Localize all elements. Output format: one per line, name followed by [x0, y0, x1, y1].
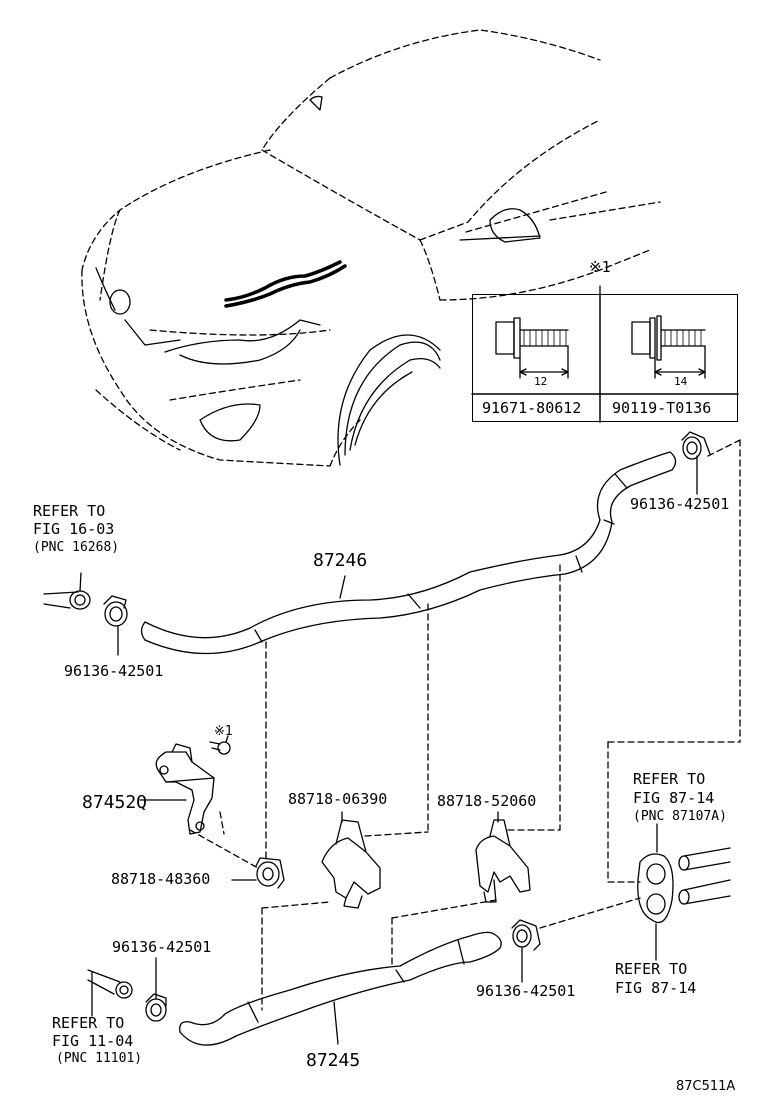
car-outline — [81, 29, 661, 467]
ref-1603-line3: (PNC 16268) — [33, 540, 120, 555]
bolt2-dimension: 14 — [674, 375, 688, 388]
label-96136-lower-right: 96136-42501 — [476, 982, 576, 1000]
ref-1104-line2: FIG 11-04 — [52, 1032, 134, 1050]
label-88718-52060: 88718-52060 — [437, 792, 537, 810]
clip-top-right — [681, 431, 711, 460]
bolt-90119 — [631, 315, 706, 379]
clamp-88718-52060 — [475, 819, 531, 903]
clip-left-upper — [103, 595, 128, 627]
label-87452Q: 87452Q — [82, 792, 148, 813]
ref-1603-line1: REFER TO — [33, 502, 106, 520]
clamp-88718-06390 — [321, 819, 381, 909]
bolt2-part-number: 90119-T0136 — [612, 399, 712, 417]
ref-1104-line3: (PNC 11101) — [56, 1051, 143, 1066]
bolt-91671 — [495, 317, 569, 379]
ref-8714b-line1: REFER TO — [615, 960, 688, 978]
clip-right-lower — [511, 919, 541, 951]
label-88718-06390: 88718-06390 — [288, 790, 388, 808]
connector-right — [637, 847, 731, 924]
ref-1603-line2: FIG 16-03 — [33, 520, 115, 538]
hose-87245 — [179, 931, 502, 1046]
label-96136-left: 96136-42501 — [64, 662, 164, 680]
bracket-87452Q — [155, 743, 215, 835]
bracket-bolt — [209, 741, 231, 755]
pipe-left-lower — [87, 969, 133, 999]
hose-87246 — [140, 451, 677, 655]
figure-id: 87C511A — [676, 1079, 736, 1094]
pipe-left-upper — [43, 590, 91, 610]
hose-in-car — [224, 260, 342, 302]
car-details — [95, 95, 541, 466]
clamp-88718-48360 — [255, 857, 285, 889]
label-88718-48360: 88718-48360 — [111, 870, 211, 888]
label-87245: 87245 — [306, 1050, 361, 1071]
label-96136-lower-left: 96136-42501 — [112, 938, 212, 956]
bolt-spec-table — [472, 294, 738, 422]
label-87246: 87246 — [313, 550, 368, 571]
ref-8714a-line2: FIG 87-14 — [633, 789, 715, 807]
bolt-ref-mark: ※1 — [214, 724, 233, 739]
label-96136-top-right: 96136-42501 — [630, 495, 730, 513]
ref-8714a-line1: REFER TO — [633, 770, 706, 788]
ref-8714a-line3: (PNC 87107A) — [633, 809, 727, 824]
ref-8714b-line2: FIG 87-14 — [615, 979, 697, 997]
bolt1-part-number: 91671-80612 — [482, 399, 582, 417]
bolt-table-mark: ※1 — [589, 258, 611, 276]
ref-1104-line1: REFER TO — [52, 1014, 125, 1032]
bolt1-dimension: 12 — [534, 375, 548, 388]
clip-left-lower — [145, 993, 167, 1022]
